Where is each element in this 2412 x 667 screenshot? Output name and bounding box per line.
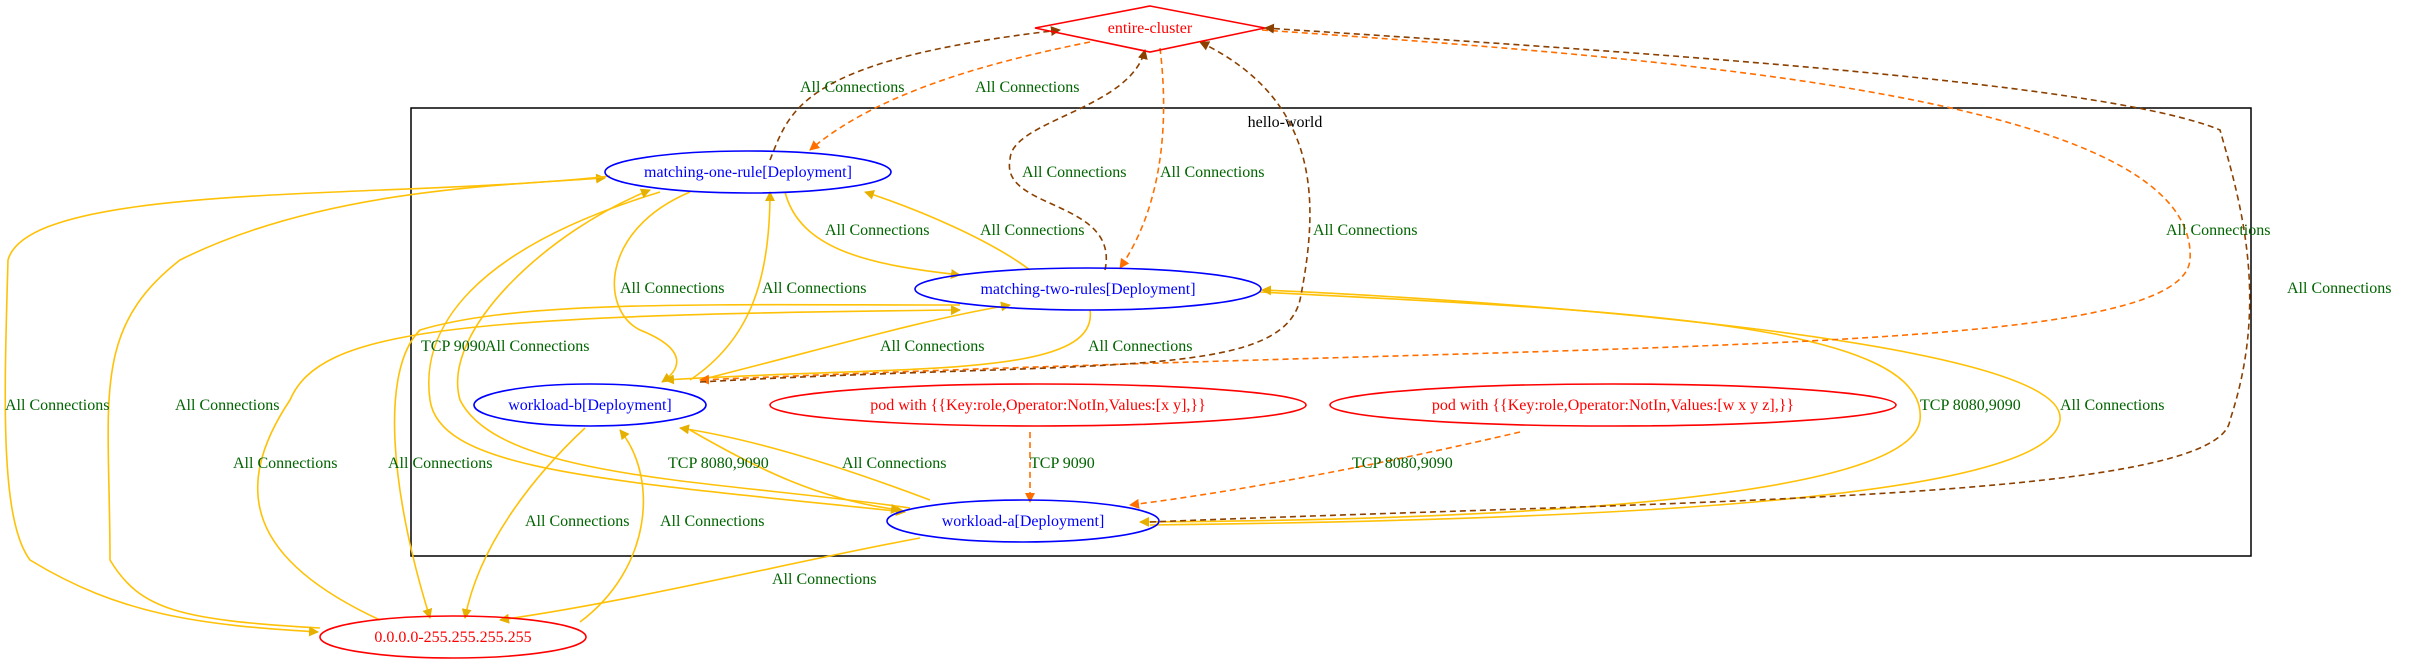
node-label-ip-range: 0.0.0.0-255.255.255.255 <box>374 629 531 646</box>
edge-label: All Connections <box>800 79 904 96</box>
edge-a-to-b <box>679 424 931 501</box>
edge-one-to-two <box>784 191 961 279</box>
edge-ip-to-b <box>579 429 645 623</box>
edge-ip-to-matching-one <box>107 173 606 629</box>
edge-label: TCP 8080,9090 <box>1920 397 2021 414</box>
edge-label: All Connections <box>620 280 724 297</box>
edge-label: All Connections <box>2287 280 2391 297</box>
edge-label: All Connections <box>2060 397 2164 414</box>
edge-label: All Connections <box>980 222 1084 239</box>
node-label-entire-cluster: entire-cluster <box>1108 20 1193 37</box>
edge-label: All Connections <box>175 397 279 414</box>
edge-label: All Connections <box>660 513 764 530</box>
edge-label: All Connections <box>762 280 866 297</box>
edge-label: All Connections <box>1313 222 1417 239</box>
edge-label: TCP 8080,9090 <box>1352 455 1453 472</box>
edge-a-to-ip <box>499 537 921 624</box>
edge-label: All Connections <box>233 455 337 472</box>
edge-b-to-ip <box>461 427 586 619</box>
edge-label: All Connections <box>2166 222 2270 239</box>
edge-one-to-a <box>428 191 906 517</box>
edge-label: All Connections <box>5 397 109 414</box>
edge-two-to-b <box>664 309 1091 385</box>
edge-one-to-cluster <box>769 26 1061 161</box>
edge-b-to-one <box>689 191 775 381</box>
edge-wxyz-to-a <box>1129 431 1521 509</box>
edge-cluster-to-two <box>1119 47 1165 269</box>
edge-a-to-cluster <box>1149 23 2251 523</box>
edge-one-to-b <box>613 191 691 383</box>
edge-two-to-one <box>864 190 1031 271</box>
node-label-workload-a: workload-a[Deployment] <box>942 513 1105 530</box>
node-pod-wxyz[interactable]: pod with {{Key:role,Operator:NotIn,Value… <box>1329 383 1897 427</box>
node-label-matching-one-rule: matching-one-rule[Deployment] <box>644 164 852 181</box>
edges <box>4 23 2251 637</box>
cluster-hello-world <box>410 107 2252 557</box>
edge-label: TCP 8080,9090 <box>668 455 769 472</box>
cluster-label: hello-world <box>1248 114 1323 131</box>
edge-label: All Connections <box>880 338 984 355</box>
edge-cluster-to-b <box>699 29 2191 385</box>
edge-b-to-a <box>689 429 901 514</box>
edge-two-to-ip <box>393 303 961 619</box>
edge-two-to-cluster <box>1008 49 1148 271</box>
node-label-pod-xy: pod with {{Key:role,Operator:NotIn,Value… <box>870 397 1206 414</box>
node-label-workload-b: workload-b[Deployment] <box>508 397 672 414</box>
edge-cluster-to-one <box>809 41 1091 151</box>
edge-label: All Connections <box>525 513 629 530</box>
edge-label: All Connections <box>825 222 929 239</box>
edge-label: All Connections <box>1088 338 1192 355</box>
node-workload-b[interactable]: workload-b[Deployment] <box>473 383 707 427</box>
edge-ip-to-two <box>256 305 961 621</box>
edge-a-to-one <box>457 188 911 509</box>
edge-b-to-cluster <box>699 41 1311 383</box>
edge-b-to-two <box>699 301 1011 381</box>
node-pod-xy[interactable]: pod with {{Key:role,Operator:NotIn,Value… <box>769 383 1307 427</box>
edge-label: All Connections <box>388 455 492 472</box>
edge-label: All Connections <box>772 571 876 588</box>
edge-labels: All Connections All Connections All Conn… <box>5 79 2391 588</box>
edge-label: All Connections <box>485 338 589 355</box>
node-ip-range[interactable]: 0.0.0.0-255.255.255.255 <box>319 615 587 659</box>
node-workload-a[interactable]: workload-a[Deployment] <box>886 499 1160 543</box>
edge-label: TCP 9090 <box>1030 455 1095 472</box>
edge-label: TCP 9090 <box>421 338 486 355</box>
node-label-pod-wxyz: pod with {{Key:role,Operator:NotIn,Value… <box>1432 397 1794 414</box>
edge-a-to-two-right <box>1149 285 2061 526</box>
node-label-matching-two-rules: matching-two-rules[Deployment] <box>980 281 1195 298</box>
edge-ip-from-one <box>4 175 611 637</box>
node-entire-cluster[interactable]: entire-cluster <box>1034 5 1266 53</box>
node-matching-two-rules[interactable]: matching-two-rules[Deployment] <box>914 267 1262 311</box>
edge-label: All Connections <box>1160 164 1264 181</box>
node-matching-one-rule[interactable]: matching-one-rule[Deployment] <box>604 150 892 194</box>
edge-label: All Connections <box>842 455 946 472</box>
edge-label: All Connections <box>1022 164 1126 181</box>
edge-label: All Connections <box>975 79 1079 96</box>
